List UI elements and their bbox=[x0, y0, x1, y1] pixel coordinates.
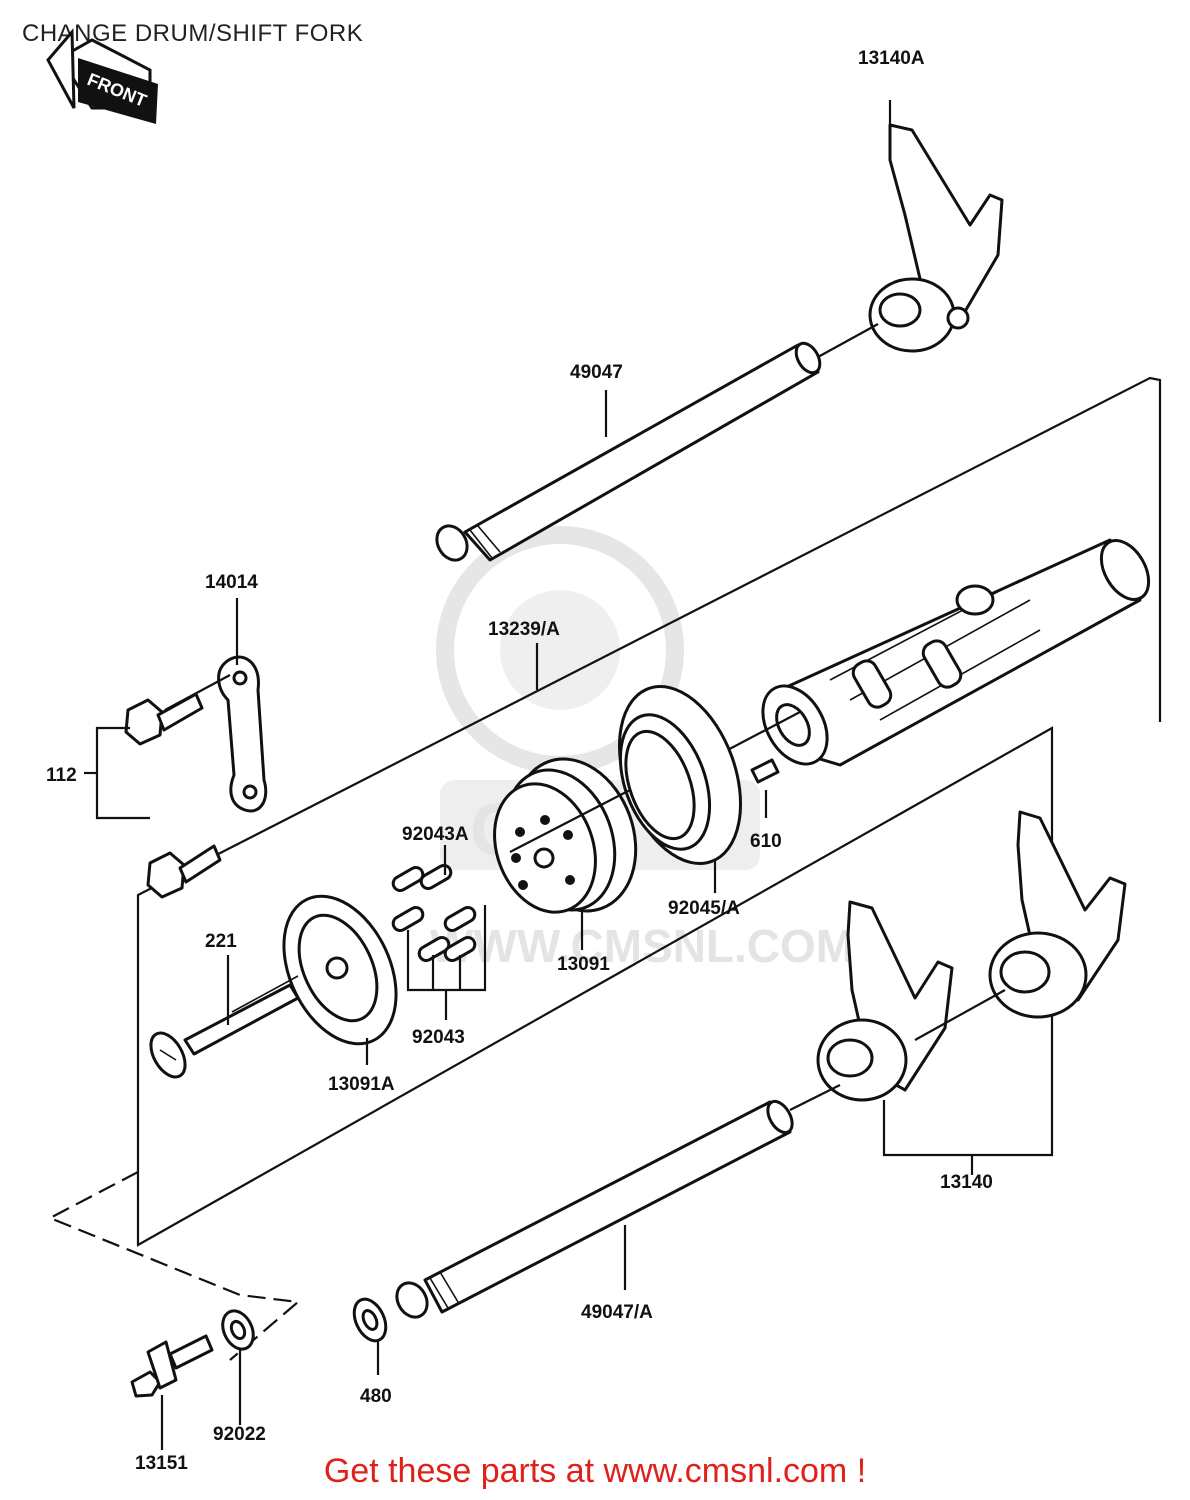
neutral-switch-13151 bbox=[130, 1334, 214, 1398]
assembly-outline-dashed bbox=[47, 1171, 301, 1361]
label-13091: 13091 bbox=[557, 954, 610, 975]
label-610: 610 bbox=[750, 831, 782, 852]
shift-drum-13239A bbox=[761, 538, 1151, 767]
fork-axis bbox=[914, 989, 1006, 1041]
label-13140: 13140 bbox=[940, 1172, 993, 1193]
label-13091A: 13091A bbox=[328, 1074, 395, 1095]
label-92043A: 92043A bbox=[402, 824, 469, 845]
label-92045A: 92045/A bbox=[668, 898, 740, 919]
label-92022: 92022 bbox=[213, 1424, 266, 1445]
bolt-112-lower bbox=[146, 844, 222, 899]
label-221: 221 bbox=[205, 931, 237, 952]
pin-610 bbox=[750, 758, 780, 784]
shaft-axis-49047A bbox=[789, 1084, 841, 1111]
label-49047A: 49047/A bbox=[581, 1302, 653, 1323]
bearing-92045A bbox=[617, 685, 743, 865]
assembly-outline-upper bbox=[136, 376, 1162, 1060]
bolt-112-upper bbox=[124, 692, 204, 746]
shift-rod-49047A bbox=[395, 1099, 794, 1319]
pins-92043 bbox=[391, 906, 477, 962]
label-13151: 13151 bbox=[135, 1453, 188, 1474]
plate-14014 bbox=[217, 655, 268, 813]
plate-13091A bbox=[282, 894, 398, 1046]
shift-fork-13140A bbox=[868, 123, 1004, 353]
front-arrow-icon: FRONT bbox=[46, 28, 158, 124]
label-49047: 49047 bbox=[570, 362, 623, 383]
shaft-axis-49047 bbox=[817, 323, 879, 358]
bracket-13140 bbox=[882, 1072, 1054, 1157]
washer-480 bbox=[352, 1297, 388, 1343]
shift-rod-49047 bbox=[435, 341, 822, 562]
label-112: 112 bbox=[46, 765, 77, 786]
shift-fork-13140-left bbox=[816, 900, 954, 1102]
pins-92043A bbox=[391, 864, 453, 892]
diagram-title: CHANGE DRUM/SHIFT FORK bbox=[22, 20, 364, 47]
label-92043: 92043 bbox=[412, 1027, 465, 1048]
label-480: 480 bbox=[360, 1386, 392, 1407]
washer-92022 bbox=[221, 1309, 255, 1351]
watermark-url: WWW.CMSNL.COM bbox=[430, 920, 854, 972]
label-13239A: 13239/A bbox=[488, 619, 560, 640]
holder-axis bbox=[509, 789, 631, 853]
label-13140A: 13140A bbox=[858, 48, 925, 69]
label-14014: 14014 bbox=[205, 572, 258, 593]
promo-link[interactable]: Get these parts at www.cmsnl.com ! bbox=[323, 1452, 867, 1490]
pin-holder-13091 bbox=[493, 757, 638, 914]
screw-221 bbox=[149, 975, 300, 1079]
shift-fork-13140-right bbox=[988, 810, 1127, 1019]
